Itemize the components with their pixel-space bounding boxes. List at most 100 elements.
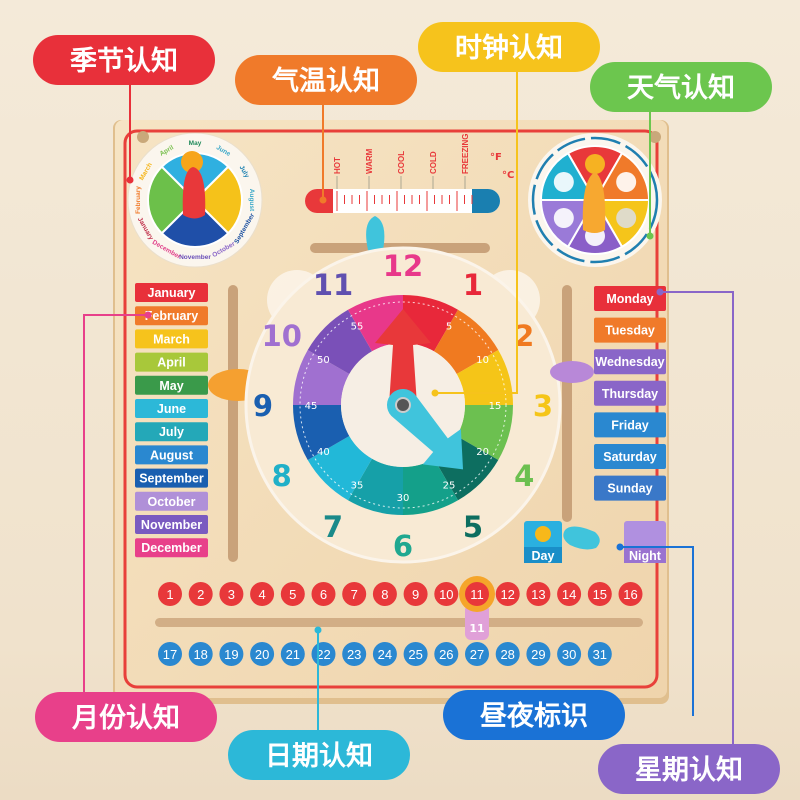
hour-hand[interactable] [375, 309, 431, 405]
date-circle[interactable]: 11 [465, 582, 489, 606]
date-circle-bg [250, 642, 275, 666]
month-button-bg [135, 306, 208, 326]
callout-pill [590, 62, 772, 112]
month-button[interactable]: December [135, 538, 208, 558]
date-number: 4 [258, 587, 265, 602]
month-button[interactable]: October [135, 491, 208, 511]
date-circle[interactable]: 30 [557, 642, 582, 666]
date-circle[interactable]: 28 [495, 642, 520, 666]
date-circle-bg [158, 582, 182, 606]
date-circle[interactable]: 7 [342, 582, 367, 606]
date-number: 29 [531, 647, 545, 662]
weekday-button[interactable]: Wednesday [594, 349, 666, 375]
month-button[interactable]: February [135, 306, 208, 326]
date-circle[interactable]: 23 [342, 642, 367, 666]
weekday-button[interactable]: Saturday [594, 444, 666, 469]
date-circle[interactable]: 3 [219, 582, 244, 606]
date-slider-stem[interactable] [465, 604, 489, 640]
month-label: January [148, 286, 196, 300]
date-circle-bg [465, 642, 489, 666]
date-circle[interactable]: 25 [403, 642, 428, 666]
date-circle[interactable]: 1 [158, 582, 182, 606]
date-number: 2 [197, 587, 204, 602]
weekday-label: Wednesday [595, 355, 664, 369]
temperature-slider-handle[interactable] [366, 216, 385, 253]
minute-label: 45 [305, 401, 318, 412]
season-month-label: August [248, 189, 255, 212]
date-circle[interactable]: 22 [311, 642, 336, 666]
hour-number: 6 [393, 529, 413, 563]
date-circle[interactable]: 2 [188, 582, 213, 606]
weather-dial[interactable] [528, 133, 662, 267]
clock-pivot [395, 397, 411, 413]
date-circle-bg [280, 582, 305, 606]
date-circle[interactable]: 15 [587, 582, 612, 606]
month-button[interactable]: June [135, 399, 208, 418]
weekday-button-bg [594, 412, 666, 438]
callout-pill [235, 55, 417, 105]
weekday-button[interactable]: Thursday [594, 380, 666, 406]
date-circle[interactable]: 21 [280, 642, 305, 666]
selected-date: 11 [469, 622, 484, 635]
clock-ring-segment [307, 309, 372, 374]
month-button[interactable]: April [135, 352, 208, 372]
weekday-label: Friday [611, 418, 649, 432]
date-circle[interactable]: 6 [311, 582, 336, 606]
callout-pill [228, 730, 410, 780]
callout-text: 气温认知 [271, 66, 380, 97]
month-button[interactable]: November [135, 515, 208, 534]
hour-hand-shape [375, 309, 431, 405]
month-button[interactable]: March [135, 329, 208, 349]
pterodactyl-slider-right [550, 361, 594, 383]
callout-pill [35, 692, 217, 742]
weekday-button[interactable]: Friday [594, 412, 666, 438]
date-circle[interactable]: 12 [495, 582, 520, 606]
date-circle[interactable]: 14 [557, 582, 582, 606]
date-circle[interactable]: 20 [250, 642, 275, 666]
date-circle[interactable]: 19 [219, 642, 244, 666]
date-circle[interactable]: 17 [158, 642, 182, 666]
date-number: 13 [531, 587, 545, 602]
weekday-button[interactable]: Monday [594, 286, 666, 311]
season-month-label: May [189, 140, 202, 147]
month-button[interactable]: August [135, 445, 208, 465]
season-dial[interactable]: MayJuneJulyAugustSeptemberOctoberNovembe… [127, 132, 263, 268]
date-circle[interactable]: 8 [372, 582, 397, 606]
day-night-slider-handle[interactable] [563, 526, 600, 550]
month-button[interactable]: July [135, 422, 208, 442]
weather-pointer[interactable] [582, 172, 606, 233]
date-circle[interactable]: 26 [434, 642, 459, 666]
date-circle[interactable]: 10 [434, 582, 459, 606]
month-button-bg [135, 491, 208, 511]
month-button[interactable]: May [135, 375, 208, 395]
leader-dot [616, 543, 624, 551]
month-button[interactable]: September [135, 468, 208, 488]
callout-text: 季节认知 [70, 46, 178, 77]
temperature-label: FREEZING [461, 134, 470, 174]
date-circle[interactable]: 16 [618, 582, 643, 606]
date-circle[interactable]: 4 [250, 582, 275, 606]
weekday-button[interactable]: Sunday [594, 475, 666, 501]
date-circle[interactable]: 9 [403, 582, 428, 606]
month-button[interactable]: January [135, 283, 208, 302]
date-circle[interactable]: 24 [372, 642, 397, 666]
callout-pill [598, 744, 780, 794]
date-circle[interactable]: 18 [188, 642, 213, 666]
weekday-button-bg [594, 475, 666, 501]
date-circle[interactable]: 13 [526, 582, 551, 606]
month-button-bg [135, 468, 208, 488]
date-circle[interactable]: 27 [465, 642, 489, 666]
date-circle[interactable]: 29 [526, 642, 551, 666]
weekday-button[interactable]: Tuesday [594, 317, 666, 343]
callout-weather: 天气认知 [590, 62, 772, 112]
date-circle[interactable]: 5 [280, 582, 305, 606]
season-pointer[interactable] [182, 167, 206, 219]
date-circle[interactable]: 31 [587, 642, 612, 666]
date-number: 3 [228, 587, 235, 602]
date-number: 14 [562, 587, 576, 602]
date-number: 9 [412, 587, 419, 602]
